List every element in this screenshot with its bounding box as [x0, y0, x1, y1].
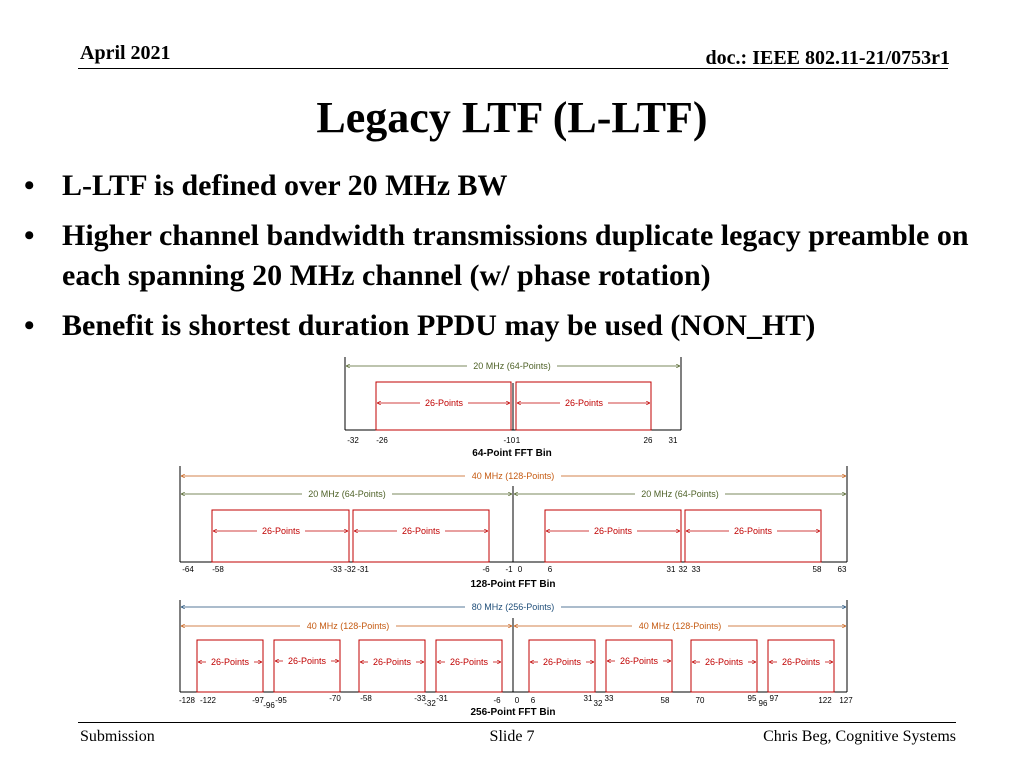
- tick-label: 0: [515, 696, 520, 705]
- tick-label: -31: [357, 565, 369, 574]
- span20-label: 20 MHz (64-Points): [308, 489, 386, 499]
- ru-label: 26-Points: [211, 657, 250, 667]
- tick-label: 97: [770, 694, 779, 703]
- tick-label: -97: [252, 696, 264, 705]
- tick-label: 32: [679, 565, 688, 574]
- tick-label: 31: [667, 565, 676, 574]
- span40-label: 40 MHz (128-Points): [307, 621, 390, 631]
- ru-box: [352, 509, 490, 563]
- tick-label: -31: [436, 694, 448, 703]
- span80-label: 80 MHz (256-Points): [472, 602, 555, 612]
- fft128-panel: 40 MHz (128-Points) 20 MHz (64-Points) 2…: [179, 466, 848, 590]
- header-rule: [78, 68, 948, 69]
- tick-label: 0: [511, 436, 516, 445]
- tick-label: -96: [263, 701, 275, 710]
- ru-box: [605, 639, 673, 693]
- slide-title: Legacy LTF (L-LTF): [316, 93, 708, 142]
- ru-label: 26-Points: [425, 398, 464, 408]
- tick-label: -32: [344, 565, 356, 574]
- ru-label: 26-Points: [262, 526, 301, 536]
- ru-label: 26-Points: [402, 526, 441, 536]
- fft-bin-diagram: 20 MHz (64-Points) 26-Points 26-Points -…: [179, 357, 853, 718]
- ru-box: [515, 381, 652, 431]
- tick-label: -70: [329, 694, 341, 703]
- tick-label: -122: [200, 696, 217, 705]
- ru-label: 26-Points: [594, 526, 633, 536]
- ru-label: 26-Points: [565, 398, 604, 408]
- tick-label: 6: [531, 696, 536, 705]
- span20-label: 20 MHz (64-Points): [473, 361, 551, 371]
- header-date: April 2021: [80, 42, 171, 64]
- ru-box: [358, 639, 426, 693]
- axis-label: 256-Point FFT Bin: [471, 707, 556, 718]
- tick-label: -6: [493, 696, 501, 705]
- ru-label: 26-Points: [734, 526, 773, 536]
- tick-label: -33: [330, 565, 342, 574]
- tick-label: 0: [518, 565, 523, 574]
- span40-label: 40 MHz (128-Points): [472, 471, 555, 481]
- span40-label: 40 MHz (128-Points): [639, 621, 722, 631]
- footer-author: Chris Beg, Cognitive Systems: [763, 728, 956, 745]
- bullet-item: Benefit is shortest duration PPDU may be…: [24, 306, 1014, 346]
- tick-label: -6: [482, 565, 490, 574]
- ru-box: [528, 639, 596, 693]
- ru-label: 26-Points: [620, 656, 659, 666]
- tick-label: -58: [360, 694, 372, 703]
- bullet-list: L-LTF is defined over 20 MHz BW Higher c…: [24, 166, 1014, 356]
- tick-label: -1: [505, 565, 513, 574]
- tick-label: 70: [696, 696, 705, 705]
- span20-label: 20 MHz (64-Points): [641, 489, 719, 499]
- fft256-panel: 80 MHz (256-Points) 40 MHz (128-Points) …: [179, 600, 853, 718]
- ru-box: [375, 381, 512, 431]
- axis-label: 64-Point FFT Bin: [472, 448, 551, 459]
- ru-box: [211, 509, 350, 563]
- ru-box: [684, 509, 822, 563]
- tick-label: 6: [548, 565, 553, 574]
- footer-rule: [78, 722, 956, 723]
- tick-label: 31: [669, 436, 678, 445]
- tick-label: 122: [818, 696, 832, 705]
- tick-label: -1: [503, 436, 511, 445]
- ru-box: [196, 639, 264, 693]
- tick-label: 96: [759, 699, 768, 708]
- tick-label: 127: [839, 696, 853, 705]
- tick-label: -32: [424, 699, 436, 708]
- ru-box: [690, 639, 758, 693]
- tick-label: 58: [813, 565, 822, 574]
- tick-label: -58: [212, 565, 224, 574]
- ru-box: [273, 639, 341, 693]
- tick-label: 26: [644, 436, 653, 445]
- tick-label: -95: [275, 696, 287, 705]
- tick-label: 58: [661, 696, 670, 705]
- tick-label: 33: [692, 565, 701, 574]
- tick-label: -128: [179, 696, 196, 705]
- tick-label: 95: [748, 694, 757, 703]
- tick-label: 63: [838, 565, 847, 574]
- ru-label: 26-Points: [450, 657, 489, 667]
- tick-label: -32: [347, 436, 359, 445]
- footer-slide-number: Slide 7: [489, 728, 535, 745]
- tick-label: -33: [414, 694, 426, 703]
- fft64-panel: 20 MHz (64-Points) 26-Points 26-Points -…: [344, 357, 682, 459]
- ru-box: [767, 639, 835, 693]
- ru-box: [544, 509, 682, 563]
- tick-label: 33: [605, 694, 614, 703]
- tick-label: -26: [376, 436, 388, 445]
- bullet-item: L-LTF is defined over 20 MHz BW: [24, 166, 1014, 206]
- footer-submission: Submission: [80, 728, 155, 745]
- tick-label: 31: [584, 694, 593, 703]
- ru-box: [435, 639, 503, 693]
- ru-label: 26-Points: [288, 656, 327, 666]
- tick-label: 1: [516, 436, 521, 445]
- header-doc-id: doc.: IEEE 802.11-21/0753r1: [705, 47, 950, 69]
- ru-label: 26-Points: [543, 657, 582, 667]
- ru-label: 26-Points: [705, 657, 744, 667]
- ru-label: 26-Points: [373, 657, 412, 667]
- axis-label: 128-Point FFT Bin: [471, 579, 556, 590]
- bullet-item: Higher channel bandwidth transmissions d…: [24, 216, 1014, 296]
- tick-label: -64: [182, 565, 194, 574]
- tick-label: 32: [594, 699, 603, 708]
- ru-label: 26-Points: [782, 657, 821, 667]
